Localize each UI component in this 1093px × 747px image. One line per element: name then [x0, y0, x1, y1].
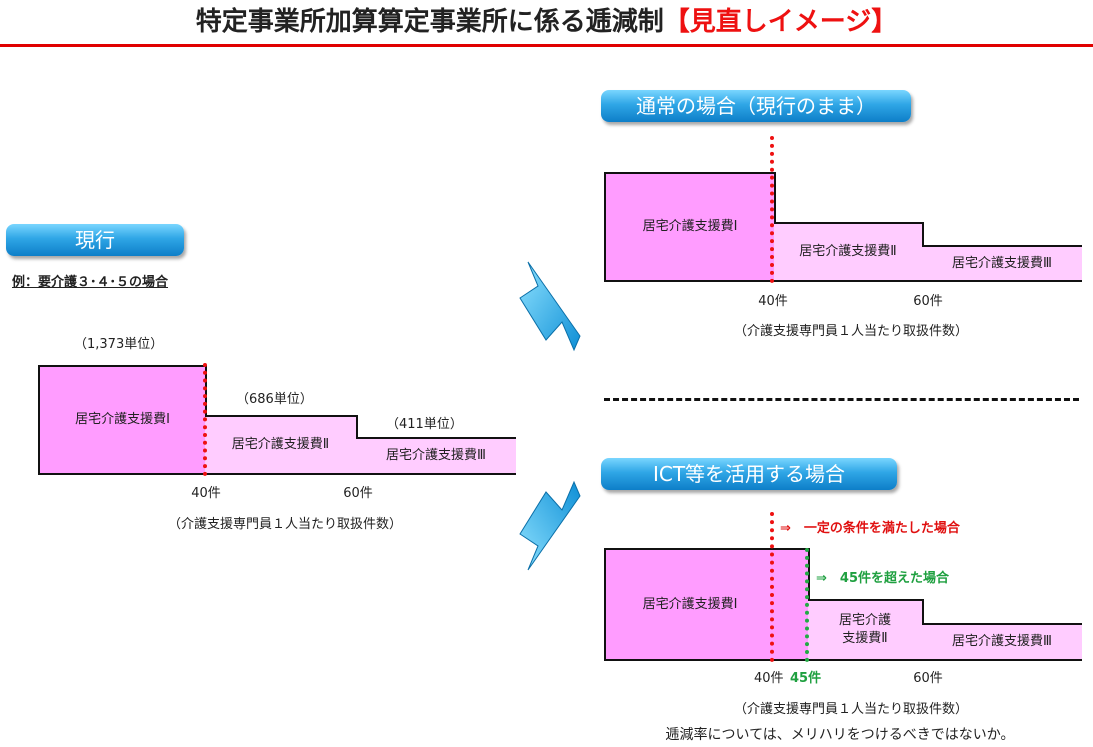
ict-axis-label: （介護支援専門員１人当たり取扱件数） — [733, 702, 969, 717]
normal-fee-3-label: 居宅介護支援費Ⅲ — [952, 255, 1052, 271]
ict-fee-3-block: 居宅介護支援費Ⅲ — [922, 623, 1082, 661]
ict-fee-1-block: 居宅介護支援費Ⅰ — [604, 548, 810, 661]
ict-tick-45: 45件 — [790, 671, 822, 686]
current-fee-2-block: 居宅介護支援費Ⅱ — [205, 415, 358, 475]
ict-heading: ICT等を活用する場合 — [601, 458, 897, 490]
current-threshold-line — [203, 363, 207, 476]
ict-fee-1-label: 居宅介護支援費Ⅰ — [642, 596, 738, 612]
normal-tick-60: 60件 — [913, 294, 943, 309]
current-tick-40: 40件 — [191, 486, 221, 501]
ict-tick-40: 40件 — [754, 671, 784, 686]
title-main: 特定事業所加算算定事業所に係る逓減制 — [195, 7, 664, 37]
normal-tick-40: 40件 — [758, 294, 788, 309]
current-example: 例：要介護３･４･５の場合 — [12, 275, 169, 290]
ict-tick-60: 60件 — [913, 671, 943, 686]
title-underline — [0, 44, 1093, 47]
current-fee-1-label: 居宅介護支援費Ⅰ — [75, 412, 170, 427]
ict-threshold-line-45 — [805, 548, 809, 662]
current-fee-3-label: 居宅介護支援費Ⅲ — [386, 448, 486, 463]
normal-fee-1-label: 居宅介護支援費Ⅰ — [642, 219, 738, 234]
normal-fee-2-label: 居宅介護支援費Ⅱ — [799, 244, 897, 259]
normal-fee-2-block: 居宅介護支援費Ⅱ — [774, 222, 924, 282]
ict-threshold-line-40 — [770, 512, 774, 662]
normal-fee-3-block: 居宅介護支援費Ⅲ — [922, 245, 1082, 282]
title-accent: 【見直しイメージ】 — [663, 7, 898, 37]
current-heading: 現行 — [6, 224, 184, 256]
ict-note-condition: ⇒ 一定の条件を満たした場合 — [780, 521, 960, 536]
current-units-3: （411単位） — [386, 417, 463, 432]
current-units-1: （1,373単位） — [74, 337, 164, 352]
current-fee-1-block: 居宅介護支援費Ⅰ — [38, 365, 207, 475]
ict-fee-2-line-2: 支援費Ⅱ — [842, 631, 888, 646]
ict-fee-2-block: 居宅介護支援費Ⅱ — [808, 599, 924, 661]
normal-heading: 通常の場合（現行のまま） — [601, 90, 911, 122]
normal-axis-label: （介護支援専門員１人当たり取扱件数） — [733, 324, 969, 339]
current-tick-60: 60件 — [343, 486, 373, 501]
normal-fee-1-block: 居宅介護支援費Ⅰ — [604, 172, 776, 282]
current-units-2: （686単位） — [236, 392, 313, 407]
page-title: 特定事業所加算算定事業所に係る逓減制【見直しイメージ】 — [0, 0, 1093, 44]
current-fee-2-label: 居宅介護支援費Ⅱ — [231, 437, 330, 452]
normal-threshold-line — [770, 136, 774, 283]
footer-note: 逓減率については、メリハリをつけるべきではないか。 — [665, 727, 1015, 743]
arrow-to-normal-icon — [519, 261, 581, 352]
ict-fee-2-line-1: 居宅介護 — [838, 613, 891, 628]
ict-fee-2-label: 居宅介護支援費Ⅱ — [839, 612, 891, 648]
arrow-to-ict-icon — [519, 480, 581, 571]
ict-note-over-45: ⇒ 45件を超えた場合 — [816, 571, 949, 586]
current-fee-3-block: 居宅介護支援費Ⅲ — [356, 437, 516, 475]
section-divider — [604, 398, 1079, 401]
current-axis-label: （介護支援専門員１人当たり取扱件数） — [167, 517, 403, 532]
ict-fee-3-label: 居宅介護支援費Ⅲ — [952, 634, 1052, 649]
